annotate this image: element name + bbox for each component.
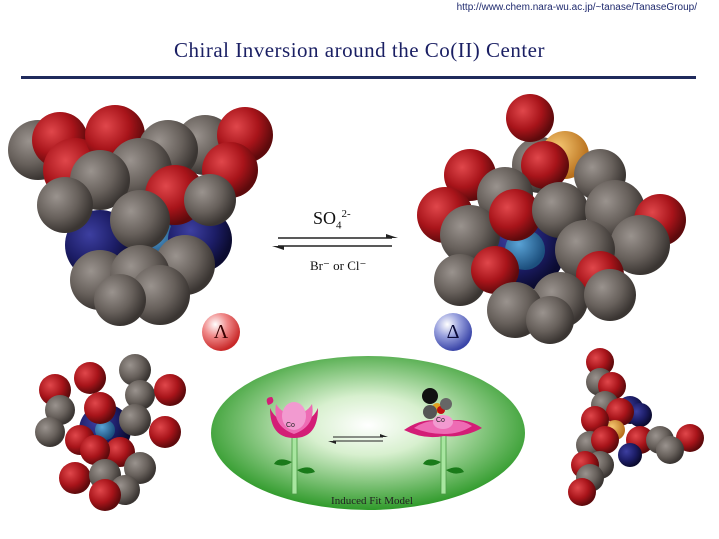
bottom-right-molecule — [568, 348, 704, 506]
delta-badge — [434, 313, 472, 351]
delta-symbol: Δ — [446, 321, 460, 343]
equilibrium-arrows — [272, 234, 398, 250]
title-divider — [21, 76, 696, 79]
left-flower-icon — [266, 397, 318, 495]
forward-reagent-label: SO42- — [313, 208, 351, 232]
induced-fit-ellipse — [211, 356, 525, 510]
right-flower-label: Co — [436, 417, 445, 424]
delta-molecule — [417, 94, 686, 344]
induced-fit-caption: Induced Fit Model — [331, 495, 413, 507]
induced-fit-arrows — [328, 434, 388, 444]
lambda-symbol: Λ — [213, 321, 229, 343]
right-flower-icon — [404, 388, 482, 495]
source-url: http://www.chem.nara-wu.ac.jp/~tanase/Ta… — [456, 2, 697, 13]
reverse-reagent-label: Br⁻ or Cl⁻ — [310, 258, 367, 273]
lambda-badge — [202, 313, 240, 351]
left-flower-label: Co — [286, 422, 295, 429]
lambda-molecule — [8, 105, 273, 326]
page-title: Chiral Inversion around the Co(II) Cente… — [174, 38, 545, 62]
bottom-left-molecule — [35, 354, 186, 511]
